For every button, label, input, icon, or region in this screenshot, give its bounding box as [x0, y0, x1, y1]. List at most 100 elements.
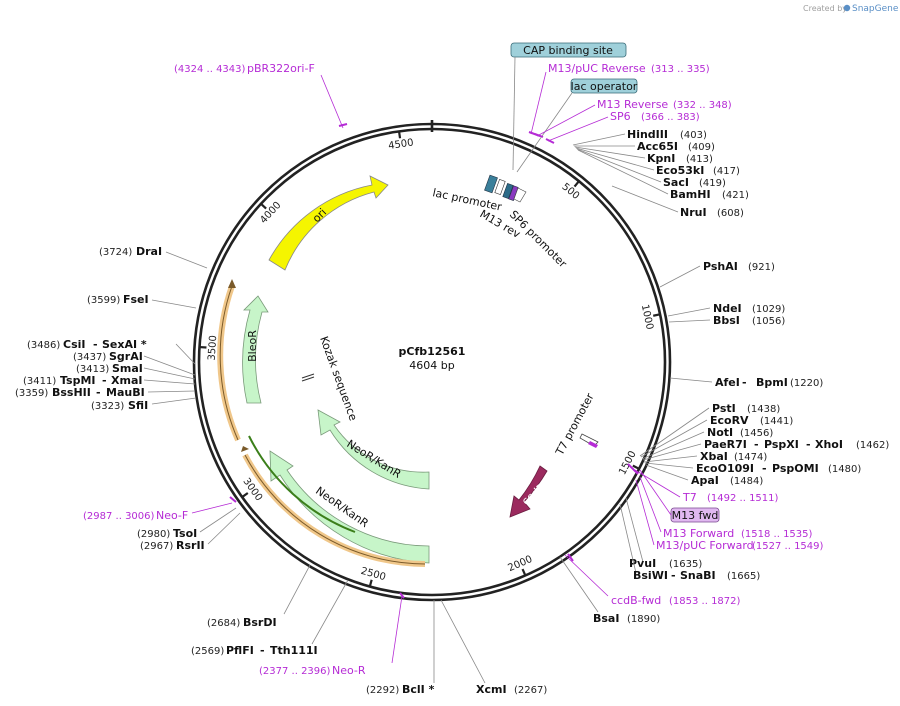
- enzyme-ecoo109i[interactable]: EcoO109I - PspOMI (1480): [644, 462, 861, 475]
- enzyme-pos: (1665): [727, 571, 760, 582]
- cap-site-feature[interactable]: [502, 183, 514, 199]
- lac-operator-feature[interactable]: [494, 179, 506, 195]
- enzyme-pos: (2684): [207, 618, 240, 629]
- primer-ccdb-fwd[interactable]: ccdB-fwd (1853 .. 1872): [564, 553, 741, 607]
- enzyme-tspmi[interactable]: (3411) TspMI - XmaI: [23, 374, 196, 387]
- enzyme-ndei[interactable]: NdeI (1029): [667, 302, 785, 317]
- enzyme-name3: XhoI: [815, 438, 843, 451]
- enzyme-ecorv[interactable]: EcoRV (1441): [640, 414, 793, 458]
- enzyme-name: FseI: [123, 293, 149, 306]
- lac-operator-label: lac operator: [571, 80, 638, 93]
- enzyme-drai[interactable]: (3724) DraI: [99, 245, 208, 269]
- enzyme-name: SacI: [663, 176, 689, 189]
- enzyme-pos: (1890): [627, 614, 660, 625]
- cap-binding-site-box[interactable]: CAP binding site: [510, 42, 627, 58]
- lac-operator-box[interactable]: lac operator: [570, 78, 638, 94]
- primer-pbr322ori-f[interactable]: (4324 .. 4343) pBR322ori-F: [174, 62, 348, 129]
- enzyme-eco53ki[interactable]: Eco53kI (417): [575, 147, 740, 177]
- enzyme-name2: SexAI *: [102, 338, 147, 351]
- m13-fwd-box[interactable]: M13 fwd: [670, 507, 720, 523]
- enzyme-bsai[interactable]: BsaI (1890): [559, 556, 660, 625]
- enzyme-name: PstI: [712, 402, 736, 415]
- enzyme-pflfi[interactable]: (2569) PflFI - Tth111I: [191, 579, 349, 657]
- enzyme-csii[interactable]: (3486) CsiI - SexAI *: [27, 338, 196, 365]
- enzyme-pos: (1056): [752, 316, 785, 327]
- watermark-brand: SnapGene: [852, 4, 899, 14]
- enzyme-hindiii[interactable]: HindIII (403): [572, 128, 707, 146]
- enzyme-sfii[interactable]: (3323) SfiI: [91, 397, 197, 412]
- enzyme-afei[interactable]: AfeI - BpmI (1220): [669, 376, 823, 389]
- enzyme-pos: (417): [713, 166, 740, 177]
- enzyme-pos: (403): [680, 130, 707, 141]
- orf-left-arrowhead: [228, 279, 236, 288]
- enzyme-paer7i[interactable]: PaeR7I - PspXI - XhoI (1462): [642, 438, 889, 461]
- enzyme-noti[interactable]: NotI (1456): [641, 426, 773, 460]
- primer-m13-forward[interactable]: M13 Forward (1518 .. 1535): [639, 476, 813, 540]
- enzyme-name: KpnI: [647, 152, 675, 165]
- enzyme-name: TspMI: [60, 374, 96, 387]
- enzyme-bsiwi[interactable]: BsiWI - SnaBI (1665): [619, 503, 760, 582]
- primer-sp6[interactable]: SP6 (366 .. 383): [545, 110, 700, 144]
- enzyme-pos: (1438): [747, 404, 780, 415]
- enzyme-pos: (1220): [790, 378, 823, 389]
- enzyme-acc65i[interactable]: Acc65I (409): [574, 140, 715, 153]
- neor-outer-feature[interactable]: [269, 450, 430, 564]
- neor-inner-feature[interactable]: [317, 409, 430, 490]
- enzyme-name: SgrAI: [109, 350, 143, 363]
- primer-m13-reverse[interactable]: M13 Reverse (332 .. 348): [534, 98, 732, 138]
- enzyme-psti[interactable]: PstI (1438): [639, 402, 780, 457]
- enzyme-name: HindIII: [627, 128, 668, 141]
- sp6-promoter-feature[interactable]: [513, 187, 527, 203]
- enzyme-nrui[interactable]: NruI (608): [611, 185, 744, 219]
- enzyme-tsoi[interactable]: (2980) TsoI: [137, 507, 237, 540]
- enzyme-pshai[interactable]: PshAI (921): [659, 260, 775, 288]
- primer-m13-puc-forward[interactable]: M13/pUC Forward (1527 .. 1549): [635, 479, 824, 552]
- enzyme-bsshii[interactable]: (3359) BssHII - MauBI: [15, 386, 196, 399]
- tick-mark: [397, 131, 402, 139]
- ccdb-feature[interactable]: [509, 465, 548, 518]
- enzyme-pos: (1635): [669, 559, 702, 570]
- primer-name: SP6: [610, 110, 631, 123]
- enzyme-name: BclI *: [402, 683, 435, 696]
- enzyme-pos: (1462): [856, 440, 889, 451]
- tick-mark: [652, 313, 661, 317]
- primer-t7[interactable]: T7 (1492 .. 1511): [627, 463, 779, 504]
- snapgene-logo-icon: [843, 4, 851, 12]
- enzyme-kpni[interactable]: KpnI (413): [574, 146, 713, 165]
- enzyme-fsei[interactable]: (3599) FseI: [87, 293, 197, 309]
- enzyme-bsrdi[interactable]: (2684) BsrDI: [207, 564, 311, 629]
- enzyme-name: AfeI: [715, 376, 740, 389]
- enzyme-name: NruI: [680, 206, 707, 219]
- primer-name: M13 Forward: [663, 527, 734, 540]
- primer-range: (313 .. 335): [651, 64, 710, 75]
- enzyme-xbai[interactable]: XbaI (1474): [643, 450, 767, 463]
- bleor-feature[interactable]: [242, 295, 269, 404]
- plasmid-size: 4604 bp: [409, 359, 454, 372]
- lac-promoter-feature[interactable]: [484, 174, 498, 194]
- primer-name: Neo-R: [332, 664, 366, 677]
- ori-feature[interactable]: [268, 175, 389, 271]
- enzyme-xcmi[interactable]: XcmI (2267): [440, 599, 547, 696]
- tick-mark: [632, 464, 640, 470]
- enzyme-pos: (2569): [191, 646, 224, 657]
- enzyme-smai[interactable]: (3413) SmaI: [76, 362, 196, 380]
- enzyme-saci[interactable]: SacI (419): [576, 148, 726, 189]
- primer-neo-f[interactable]: (2987 .. 3006) Neo-F: [83, 496, 237, 522]
- enzyme-pvui[interactable]: PvuI (1635): [625, 497, 702, 570]
- enzyme-bamhi[interactable]: BamHI (421): [577, 149, 749, 201]
- primer-range: (1853 .. 1872): [669, 596, 741, 607]
- enzyme-sgrai[interactable]: (3437) SgrAI: [73, 350, 196, 376]
- primer-neo-r[interactable]: (2377 .. 2396) Neo-R: [259, 592, 405, 677]
- enzyme-name: BamHI: [670, 188, 711, 201]
- enzyme-apai[interactable]: ApaI (1484): [645, 464, 763, 487]
- primer-name: pBR322ori-F: [247, 62, 315, 75]
- enzyme-name: BssHII: [52, 386, 91, 399]
- enzyme-bcli[interactable]: (2292) BclI *: [366, 600, 435, 696]
- primer-range: (1492 .. 1511): [707, 493, 779, 504]
- enzyme-rsrii[interactable]: (2967) RsrII: [140, 512, 241, 552]
- primer-name: T7: [682, 491, 697, 504]
- enzyme-sep: -: [102, 374, 107, 387]
- enzyme-name: BbsI: [713, 314, 740, 327]
- enzyme-bbsi[interactable]: BbsI (1056): [668, 314, 785, 327]
